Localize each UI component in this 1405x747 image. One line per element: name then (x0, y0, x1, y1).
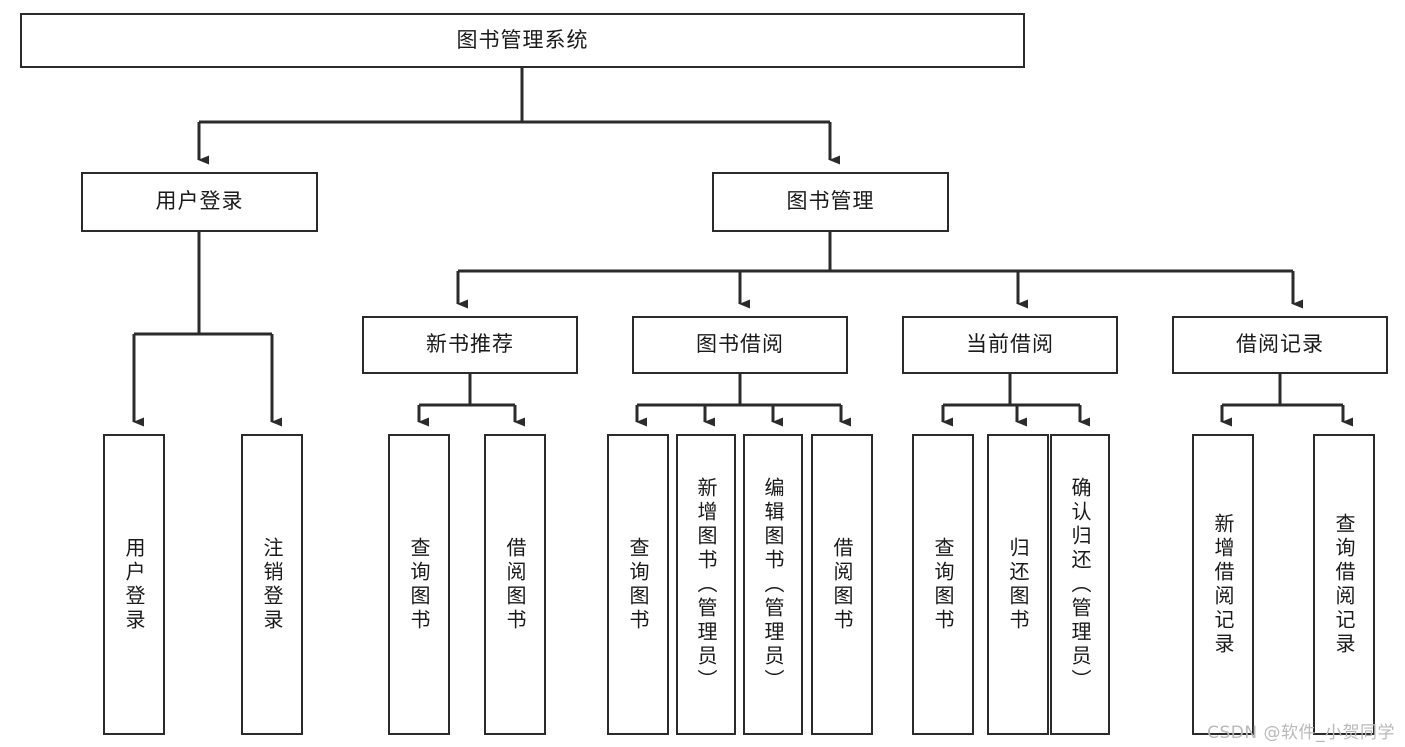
node-leaf-query-book-recommend[interactable]: 查询图书 (388, 434, 450, 735)
node-label: 图书管理系统 (456, 27, 589, 52)
node-current-borrow[interactable]: 当前借阅 (902, 316, 1118, 374)
node-leaf-edit-book-admin[interactable]: 编辑图书（管理员） (743, 434, 803, 735)
node-borrow-record[interactable]: 借阅记录 (1172, 316, 1388, 374)
node-leaf-confirm-return-admin[interactable]: 确认归还（管理员） (1050, 434, 1110, 735)
node-label: 借阅图书 (503, 536, 527, 633)
node-label: 查询借阅记录 (1332, 512, 1356, 657)
node-leaf-query-book-current[interactable]: 查询图书 (912, 434, 974, 735)
node-label: 借阅图书 (830, 536, 854, 633)
node-label: 用户登录 (155, 189, 244, 214)
node-root-system[interactable]: 图书管理系统 (20, 13, 1025, 68)
node-leaf-add-borrow-record[interactable]: 新增借阅记录 (1192, 434, 1254, 735)
node-label: 借阅记录 (1236, 332, 1324, 357)
node-leaf-add-book-admin[interactable]: 新增图书（管理员） (676, 434, 736, 735)
node-label: 图书借阅 (696, 332, 784, 357)
node-label: 用户登录 (122, 536, 146, 633)
node-new-book-recommend[interactable]: 新书推荐 (362, 316, 578, 374)
node-user-login[interactable]: 用户登录 (81, 172, 318, 232)
watermark-text: CSDN @软件_小贺同学 (1207, 723, 1395, 743)
node-label: 编辑图书（管理员） (761, 476, 785, 693)
node-leaf-user-login[interactable]: 用户登录 (103, 434, 165, 735)
node-book-borrow[interactable]: 图书借阅 (632, 316, 848, 374)
node-label: 新书推荐 (426, 332, 514, 357)
node-label: 当前借阅 (966, 332, 1054, 357)
node-leaf-query-borrow-record[interactable]: 查询借阅记录 (1313, 434, 1375, 735)
node-leaf-return-book[interactable]: 归还图书 (987, 434, 1049, 735)
node-leaf-query-book-borrow[interactable]: 查询图书 (607, 434, 669, 735)
node-leaf-borrow-book[interactable]: 借阅图书 (811, 434, 873, 735)
node-label: 新增图书（管理员） (694, 476, 718, 693)
node-label: 归还图书 (1006, 536, 1030, 633)
node-book-management[interactable]: 图书管理 (712, 172, 949, 232)
node-label: 确认归还（管理员） (1068, 476, 1092, 693)
node-label: 查询图书 (931, 536, 955, 633)
node-label: 图书管理 (786, 189, 875, 214)
node-label: 查询图书 (626, 536, 650, 633)
node-leaf-user-logout[interactable]: 注销登录 (241, 434, 303, 735)
node-leaf-borrow-book-recommend[interactable]: 借阅图书 (484, 434, 546, 735)
node-label: 注销登录 (260, 536, 284, 633)
node-label: 新增借阅记录 (1211, 512, 1235, 657)
node-label: 查询图书 (407, 536, 431, 633)
